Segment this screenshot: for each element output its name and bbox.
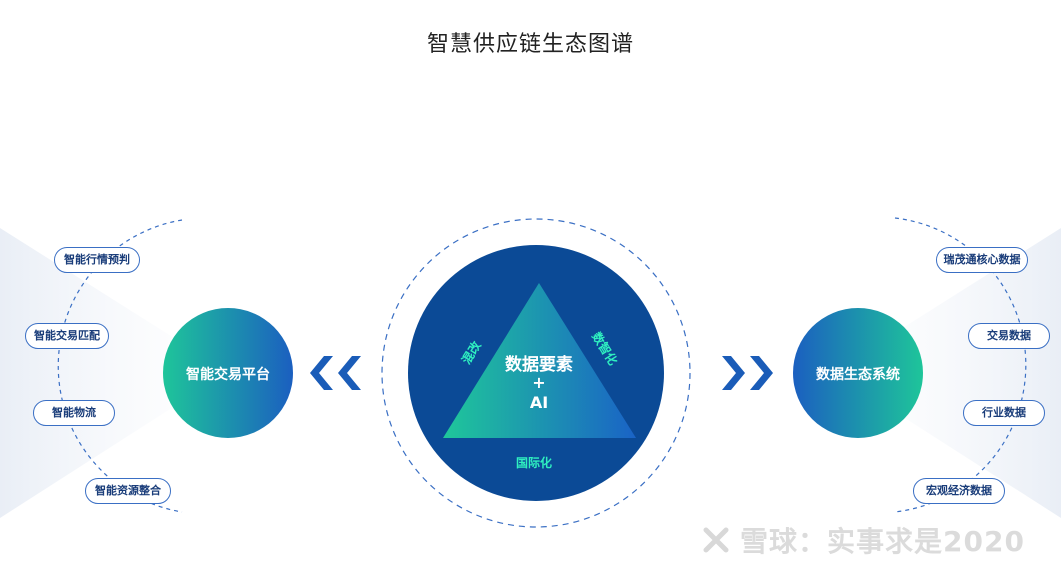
left-chevron-icon [338, 356, 361, 390]
right-chevron-icon [750, 356, 773, 390]
left-hub-label: 智能交易平台 [186, 367, 270, 383]
right-item-macro-data: 宏观经济数据 [913, 478, 1005, 504]
left-item-trade-matching: 智能交易匹配 [25, 323, 109, 349]
right-chevron-icon [722, 356, 745, 390]
center-plus: + [532, 373, 546, 392]
left-item-resource-integration: 智能资源整合 [85, 478, 171, 504]
center-dashed-ring [381, 218, 691, 528]
triangle-bottom-label: 国际化 [516, 456, 553, 470]
right-fan-background [833, 228, 1061, 518]
right-hub-label: 数据生态系统 [816, 367, 900, 383]
center-line2: AI [529, 393, 549, 412]
xueqiu-logo-icon [703, 527, 729, 553]
right-item-industry-data: 行业数据 [963, 400, 1045, 426]
page-title: 智慧供应链生态图谱 [426, 32, 634, 57]
center-line1: 数据要素 [505, 355, 573, 375]
right-dashed-arc [894, 217, 1027, 513]
left-fan-background [0, 228, 228, 518]
right-hub-circle [793, 308, 923, 438]
left-item-market-forecast: 智能行情预判 [54, 247, 140, 273]
right-item-core-data: 瑞茂通核心数据 [936, 247, 1028, 273]
right-item-trade-data: 交易数据 [968, 323, 1050, 349]
left-hub-circle [163, 308, 293, 438]
left-item-logistics: 智能物流 [33, 400, 115, 426]
left-chevron-icon [310, 356, 333, 390]
watermark: 雪球：实事求是2020 [740, 525, 1025, 558]
center-triangle [443, 283, 636, 438]
